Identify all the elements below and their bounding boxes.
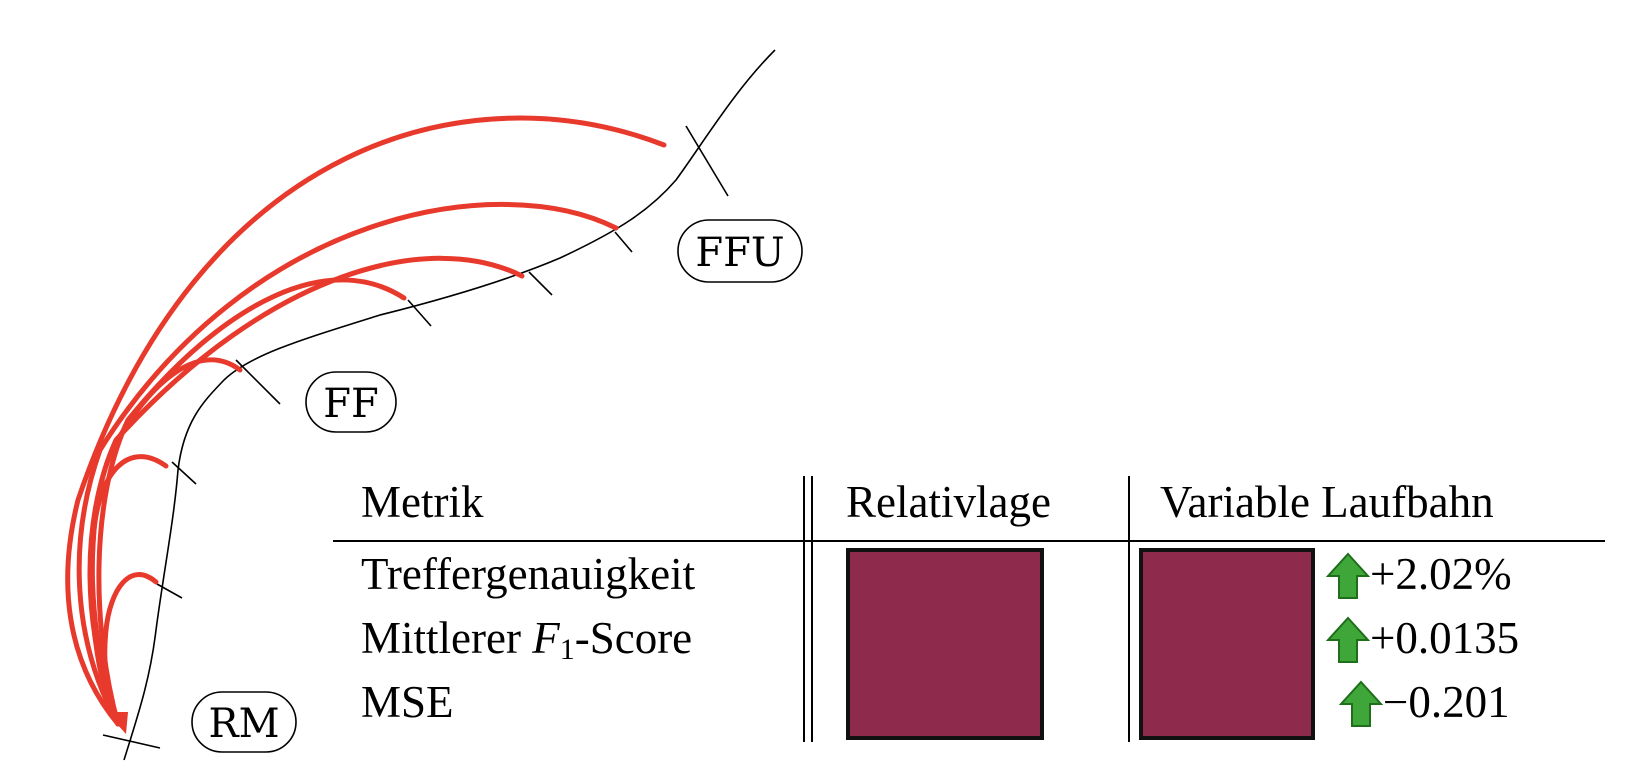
- transition-arcs: [65, 115, 667, 734]
- path-tick: [528, 271, 553, 296]
- path-tick: [407, 299, 432, 327]
- header-metrik: Metrik: [361, 477, 484, 527]
- arc-arrowhead: [106, 712, 128, 734]
- stage-ff: FF: [305, 371, 397, 433]
- column-divider: [1128, 476, 1130, 742]
- stage-rm: RM: [191, 691, 297, 753]
- column-divider: [811, 476, 813, 742]
- delta-value: +2.02%: [1370, 549, 1512, 599]
- green-up-arrow-icon: [1326, 552, 1370, 599]
- metric-prefix: Mittlerer: [361, 613, 533, 663]
- relativlage-swatch: [846, 548, 1044, 740]
- transition-arc: [65, 115, 667, 727]
- metric-symbol: F: [532, 613, 560, 663]
- stage-label: FF: [323, 381, 379, 427]
- transition-arc: [102, 572, 159, 727]
- column-divider: [803, 476, 805, 742]
- path-tick: [685, 125, 729, 197]
- path-tick: [235, 359, 281, 405]
- transition-arc: [96, 277, 407, 727]
- laufbahn-swatch: [1139, 548, 1315, 740]
- metric-label: Treffergenauigkeit: [361, 549, 696, 599]
- header-relativlage: Relativlage: [846, 477, 1051, 527]
- delta-value: +0.0135: [1370, 613, 1520, 663]
- path-tick: [102, 734, 161, 749]
- stage-label: FFU: [695, 230, 784, 276]
- path-tick: [156, 583, 183, 599]
- path-tick: [614, 231, 633, 253]
- green-up-arrow-icon: [1339, 680, 1383, 727]
- stage-box: [191, 691, 297, 753]
- header-rule: [333, 540, 1605, 542]
- header-variable-laufbahn: Variable Laufbahn: [1160, 477, 1494, 527]
- path-tick: [171, 461, 197, 485]
- green-up-arrow-icon: [1326, 616, 1370, 663]
- transition-arc: [89, 454, 169, 727]
- stage-box: [677, 219, 803, 283]
- stage-ffu: FFU: [677, 219, 803, 283]
- career-path-line: [123, 49, 776, 761]
- metric-label: Mittlerer F1-Score: [361, 612, 692, 667]
- delta-value: −0.201: [1383, 677, 1510, 727]
- metric-subscript: 1: [559, 633, 575, 666]
- metric-label: MSE: [361, 677, 454, 727]
- stage-box: [305, 371, 397, 433]
- metric-suffix: -Score: [574, 613, 693, 663]
- stage-label: RM: [208, 701, 279, 747]
- transition-arc: [76, 201, 619, 727]
